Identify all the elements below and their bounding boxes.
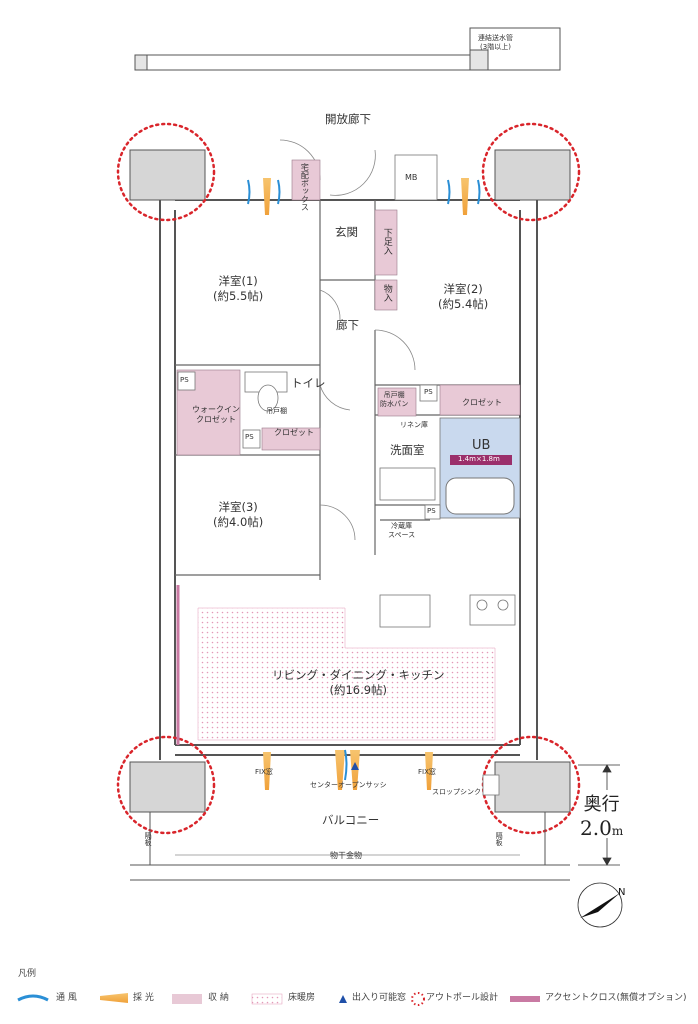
closet-2 xyxy=(439,384,521,416)
delivery-box-label: 宅配ボックス xyxy=(300,163,310,211)
shoe-box xyxy=(374,209,398,276)
balcony-label: バルコニー xyxy=(322,813,380,827)
slop-sink-label: スロップシンク xyxy=(432,788,481,796)
delivery-box xyxy=(291,159,321,201)
top-utility-strip xyxy=(134,27,561,71)
fixtures xyxy=(177,154,516,796)
storage-cabinet xyxy=(374,279,398,311)
walk-in-closet-label: ウォークイン クロゼット xyxy=(192,405,240,425)
ps-label-3: PS xyxy=(424,388,433,396)
legend: 凡例 通 風 採 光 収 納 床暖房 出入り可能窓 アウトポール設計 アクセント… xyxy=(18,966,688,1003)
fridge-space-label: 冷蔵庫 スペース xyxy=(388,522,416,540)
pillar-ne xyxy=(494,149,571,201)
hanging-shelf-waterproof xyxy=(377,387,417,417)
closet-label-1: クロゼット xyxy=(274,428,314,437)
room-western-2: 洋室(2) (約5.4帖) xyxy=(438,282,489,311)
legend-ventilation: 通 風 xyxy=(56,993,77,1003)
compass-icon: N xyxy=(577,882,625,928)
hallway-label: 廊下 xyxy=(336,318,359,332)
legend-access-window: 出入り可能窓 xyxy=(352,993,407,1003)
clothesline-label: 物干金物 xyxy=(330,851,362,860)
outer-walls xyxy=(159,199,538,760)
outpole-circles xyxy=(116,122,581,835)
ps-label-4: PS xyxy=(427,507,436,515)
balcony xyxy=(130,812,570,881)
fix-window-label-1: FIX窓 xyxy=(255,768,273,776)
ventilation-symbols xyxy=(247,179,481,781)
partition-label-right: 隔板 xyxy=(495,832,504,846)
unit-bath xyxy=(439,417,521,519)
legend-floor-heating: 床暖房 xyxy=(288,993,316,1003)
closet-small xyxy=(261,427,321,451)
legend-symbols xyxy=(17,992,540,1006)
ps-label-1: PS xyxy=(180,376,189,384)
depth-unit: m xyxy=(611,824,624,838)
center-sash-label: センターオープンサッシ xyxy=(310,781,387,789)
water-pipe-label: 連結送水管 (3階以上) xyxy=(478,34,513,52)
room-western-3: 洋室(3) (約4.0帖) xyxy=(213,500,264,529)
pillar-sw xyxy=(129,761,206,813)
shoe-box-label: 下足入 xyxy=(381,228,392,255)
access-window-triangle xyxy=(351,762,359,770)
corridor-label: 開放廊下 xyxy=(325,112,371,126)
legend-outpole: アウトポール設計 xyxy=(426,993,499,1003)
entrance-label: 玄関 xyxy=(335,225,358,239)
legend-accent-cross: アクセントクロス(無償オプション) xyxy=(545,993,687,1003)
hanging-shelf-label: 吊戸棚 xyxy=(266,407,287,415)
hanging-shelf-waterproof-label: 吊戸棚 防水パン xyxy=(380,391,409,409)
ub-label: UB xyxy=(472,438,491,453)
depth-arrows xyxy=(578,764,620,866)
svg-text:N: N xyxy=(618,887,625,898)
linen-label: リネン庫 xyxy=(400,421,428,429)
closet-label-2: クロゼット xyxy=(462,398,502,407)
depth-label: 奥行 xyxy=(583,794,620,815)
pillar-se xyxy=(494,761,571,813)
partition-label-left: 隔板 xyxy=(144,832,153,846)
legend-storage: 収 納 xyxy=(208,993,229,1003)
pillar-nw xyxy=(129,149,206,201)
mb-label: MB xyxy=(405,173,418,182)
pillars xyxy=(129,149,571,813)
legend-title: 凡例 xyxy=(18,969,37,979)
depth-value: 2.0 xyxy=(580,816,612,840)
toilet-label: トイレ xyxy=(291,376,326,390)
balcony-depth-label: 奥行 2.0m xyxy=(580,790,623,840)
ps-label-2: PS xyxy=(245,433,254,441)
ldk-label: リビング・ダイニング・キッチン (約16.9帖) xyxy=(272,668,445,697)
daylight-symbols xyxy=(263,178,469,790)
room-western-1: 洋室(1) (約5.5帖) xyxy=(213,274,264,303)
washroom-label: 洗面室 xyxy=(390,443,425,457)
legend-daylight: 採 光 xyxy=(133,993,154,1003)
storage-areas xyxy=(176,159,521,456)
storage-label: 物入 xyxy=(381,284,392,302)
fix-window-label-2: FIX窓 xyxy=(418,768,436,776)
ub-size-label: 1.4m×1.8m xyxy=(458,455,500,463)
floor-heating-area xyxy=(197,607,496,741)
